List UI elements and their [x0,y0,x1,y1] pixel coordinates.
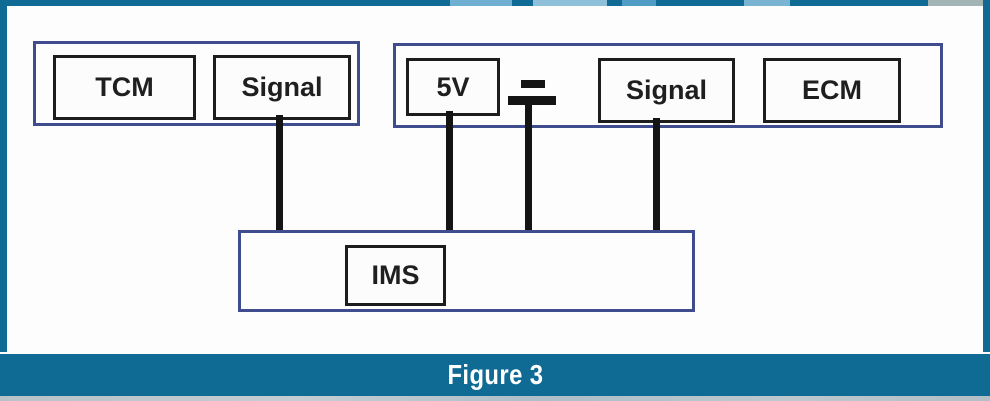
ground-icon [521,80,545,88]
ecm-box: ECM [763,58,901,123]
figure-caption-bar: Figure 3 [0,354,990,396]
scan-artifact [622,0,656,6]
scan-artifact [744,0,790,6]
scan-artifact [450,0,512,6]
ecm-label: ECM [802,75,862,105]
scan-artifact [928,0,983,6]
ground-icon [508,96,556,105]
frame-left-edge [0,0,7,352]
frame-bottom-edge [0,396,990,401]
ecm-module-container: 5V Signal ECM [393,43,943,128]
wire-ground-to-ims [525,100,532,242]
tcm-box: TCM [53,55,196,120]
ims-box: IMS [345,245,446,306]
figure-caption: Figure 3 [447,359,543,390]
wire-5v-to-ims [446,111,453,237]
ecm-signal-box: Signal [598,58,735,123]
ecm-signal-label: Signal [625,75,707,105]
five-volt-label: 5V [436,71,470,102]
ims-label: IMS [371,260,420,290]
wire-ecm-signal-to-ims [653,118,660,237]
tcm-signal-box: Signal [213,55,351,120]
wire-tcm-signal-to-ims [276,115,283,233]
frame-right-edge [983,0,990,352]
tcm-signal-label: Signal [241,72,323,102]
ims-module-container: IMS [238,230,695,312]
frame-top-edge [0,0,990,6]
tcm-module-container: TCM Signal [33,41,360,126]
tcm-label: TCM [95,72,154,102]
scan-artifact [533,0,607,6]
five-volt-box: 5V [406,58,500,116]
